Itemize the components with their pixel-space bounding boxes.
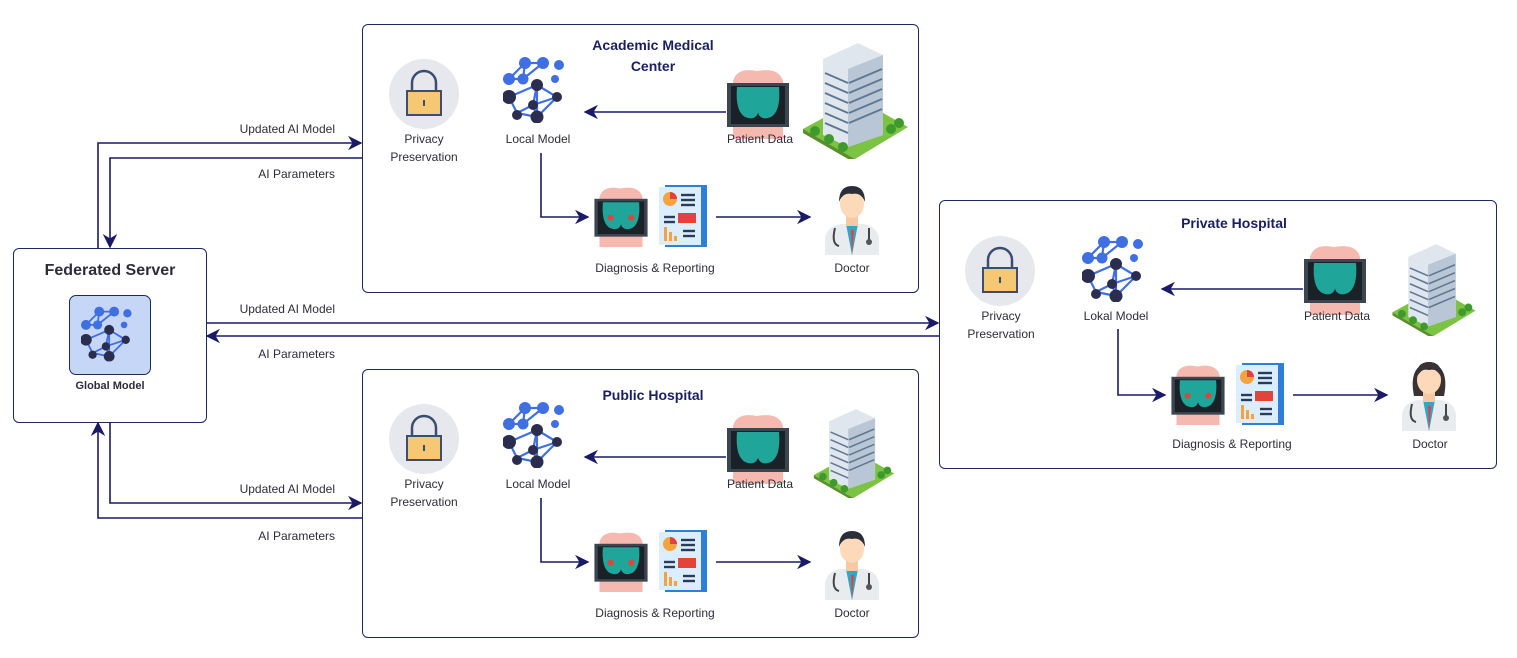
text: Preservation <box>967 327 1035 341</box>
local-model-label: Local Model <box>505 132 571 146</box>
text: Preservation <box>390 150 458 164</box>
local-model-label: Lokal Model <box>1083 309 1149 323</box>
hospital-building-icon <box>1374 241 1494 336</box>
server-title: Federated Server <box>44 262 176 279</box>
panel-title: Private Hospital <box>1134 213 1334 234</box>
panel-title: Public Hospital <box>553 385 753 406</box>
xray-diagnosis-icon <box>591 185 651 247</box>
doctor-icon <box>821 525 883 600</box>
title-line: Public Hospital <box>602 387 704 403</box>
report-icon <box>659 530 707 592</box>
doctor-label: Doctor <box>1412 437 1448 451</box>
text: Privacy <box>981 309 1021 323</box>
title-line: Academic Medical <box>592 37 714 53</box>
xray-icon <box>727 67 789 139</box>
network-icon <box>1082 236 1152 302</box>
hospital-building-icon <box>803 39 908 159</box>
patient-data-label: Patient Data <box>726 477 794 491</box>
xray-diagnosis-icon <box>1168 363 1228 425</box>
doctor-female-icon <box>1398 356 1460 431</box>
lock-icon <box>389 404 459 474</box>
local-model-label: Local Model <box>505 477 571 491</box>
private-updated-model-label: Updated AI Model <box>239 302 335 316</box>
private-parameters-label: AI Parameters <box>258 347 335 361</box>
global-model-label: Global Model <box>75 380 145 392</box>
public-parameters-arrow <box>90 421 362 519</box>
federated-server-box: Federated Server Global Model <box>13 248 207 423</box>
text: Privacy <box>404 132 444 146</box>
text: Privacy <box>404 477 444 491</box>
xray-icon <box>1304 243 1366 315</box>
academic-parameters-label: AI Parameters <box>258 167 335 181</box>
network-icon <box>503 402 573 468</box>
global-model-tile <box>69 295 151 375</box>
patient-data-label: Patient Data <box>726 132 794 146</box>
title-line: Center <box>630 58 676 74</box>
public-updated-model-label: Updated AI Model <box>239 482 335 496</box>
diagnosis-label: Diagnosis & Reporting <box>595 261 715 275</box>
doctor-label: Doctor <box>834 606 870 620</box>
patient-data-label: Patient Data <box>1303 309 1371 323</box>
lock-icon <box>965 236 1035 306</box>
report-icon <box>659 185 707 247</box>
report-icon <box>1236 363 1284 425</box>
title-line: Private Hospital <box>1181 215 1287 231</box>
network-icon <box>81 305 139 363</box>
hospital-building-icon <box>795 406 913 498</box>
academic-updated-model-arrow <box>97 135 363 248</box>
academic-updated-model-label: Updated AI Model <box>239 122 335 136</box>
xray-icon <box>727 412 789 484</box>
text: Preservation <box>390 495 458 509</box>
diagnosis-label: Diagnosis & Reporting <box>595 606 715 620</box>
diagnosis-label: Diagnosis & Reporting <box>1172 437 1292 451</box>
lock-icon <box>389 59 459 129</box>
doctor-label: Doctor <box>834 261 870 275</box>
xray-diagnosis-icon <box>591 530 651 592</box>
doctor-icon <box>821 180 883 255</box>
network-icon <box>503 57 573 123</box>
public-parameters-label: AI Parameters <box>258 529 335 543</box>
